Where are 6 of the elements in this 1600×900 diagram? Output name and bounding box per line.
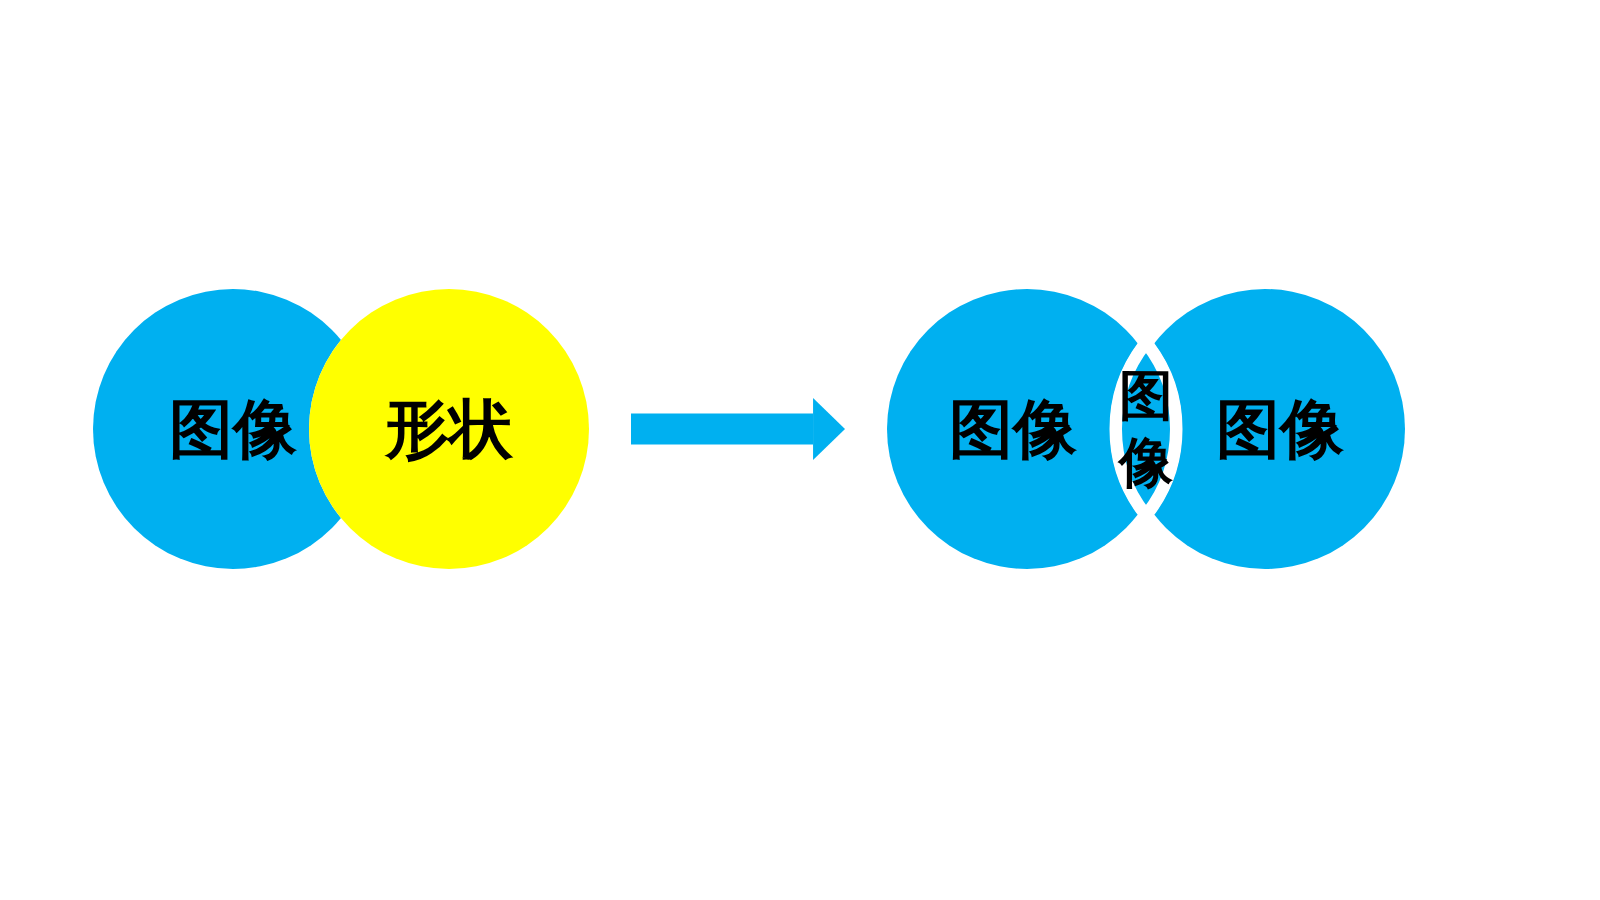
circle-label: 形状 xyxy=(385,393,513,465)
circle-label: 图像 xyxy=(1215,393,1344,465)
circle-label: 图像 xyxy=(948,393,1077,465)
circle-shape xyxy=(309,289,589,569)
circle-label: 图像 xyxy=(169,393,297,465)
block-arrow xyxy=(631,398,845,460)
